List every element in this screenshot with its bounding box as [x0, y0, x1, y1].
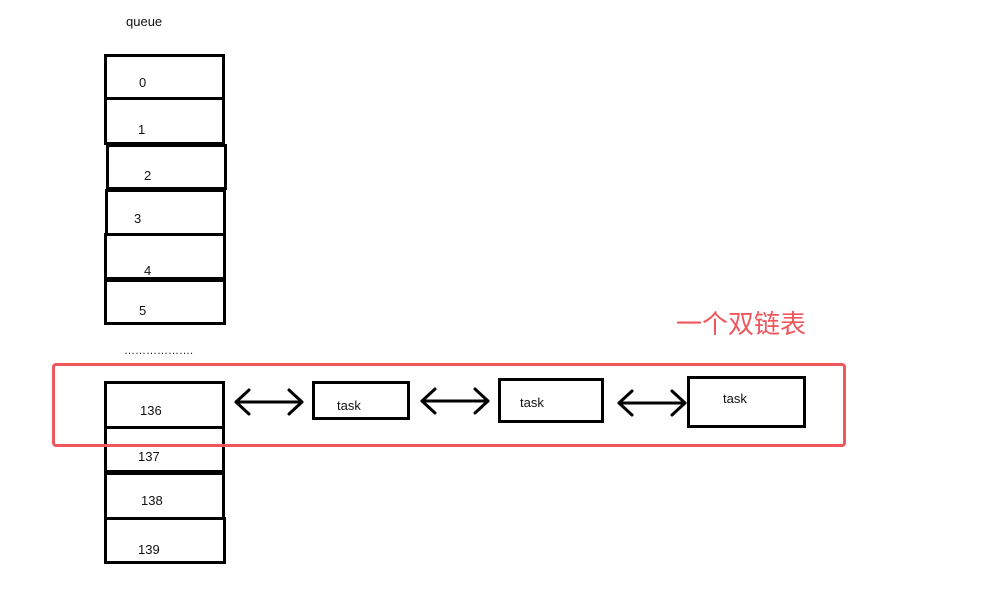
queue-title: queue	[126, 14, 163, 29]
queue-cell-label: 137	[138, 449, 160, 464]
task-node-label: task	[520, 395, 544, 410]
queue-cell-label: 1	[138, 122, 146, 137]
double-arrow-1	[234, 388, 304, 416]
double-arrow-2	[420, 387, 490, 415]
task-node-label: task	[337, 398, 361, 413]
queue-cell-1: 1	[104, 97, 225, 145]
queue-cell-label: 139	[138, 542, 160, 557]
task-node-3: task	[687, 376, 806, 428]
queue-cell-label: 136	[140, 403, 162, 418]
queue-cell-4: 4	[104, 233, 226, 280]
queue-cell-139: 139	[104, 517, 226, 564]
queue-cell-label: 2	[144, 168, 152, 183]
queue-cell-3: 3	[105, 189, 226, 236]
queue-cell-137: 137	[104, 426, 225, 473]
linked-list-annotation: 一个双链表	[676, 310, 807, 340]
task-node-label: task	[723, 391, 747, 406]
queue-cell-label: 5	[139, 303, 147, 318]
queue-cell-label: 0	[139, 75, 147, 90]
double-arrow-3	[617, 389, 687, 417]
queue-cell-136: 136	[104, 381, 225, 429]
task-node-2: task	[498, 378, 604, 423]
queue-cell-2: 2	[106, 144, 227, 190]
queue-cell-label: 138	[141, 493, 163, 508]
queue-cell-label: 3	[134, 211, 142, 226]
task-node-1: task	[312, 381, 410, 420]
queue-cell-5: 5	[104, 279, 226, 325]
queue-cell-138: 138	[104, 472, 225, 520]
queue-cell-label: 4	[144, 263, 152, 278]
queue-ellipsis: ……………….	[124, 345, 194, 357]
queue-cell-0: 0	[104, 54, 225, 100]
